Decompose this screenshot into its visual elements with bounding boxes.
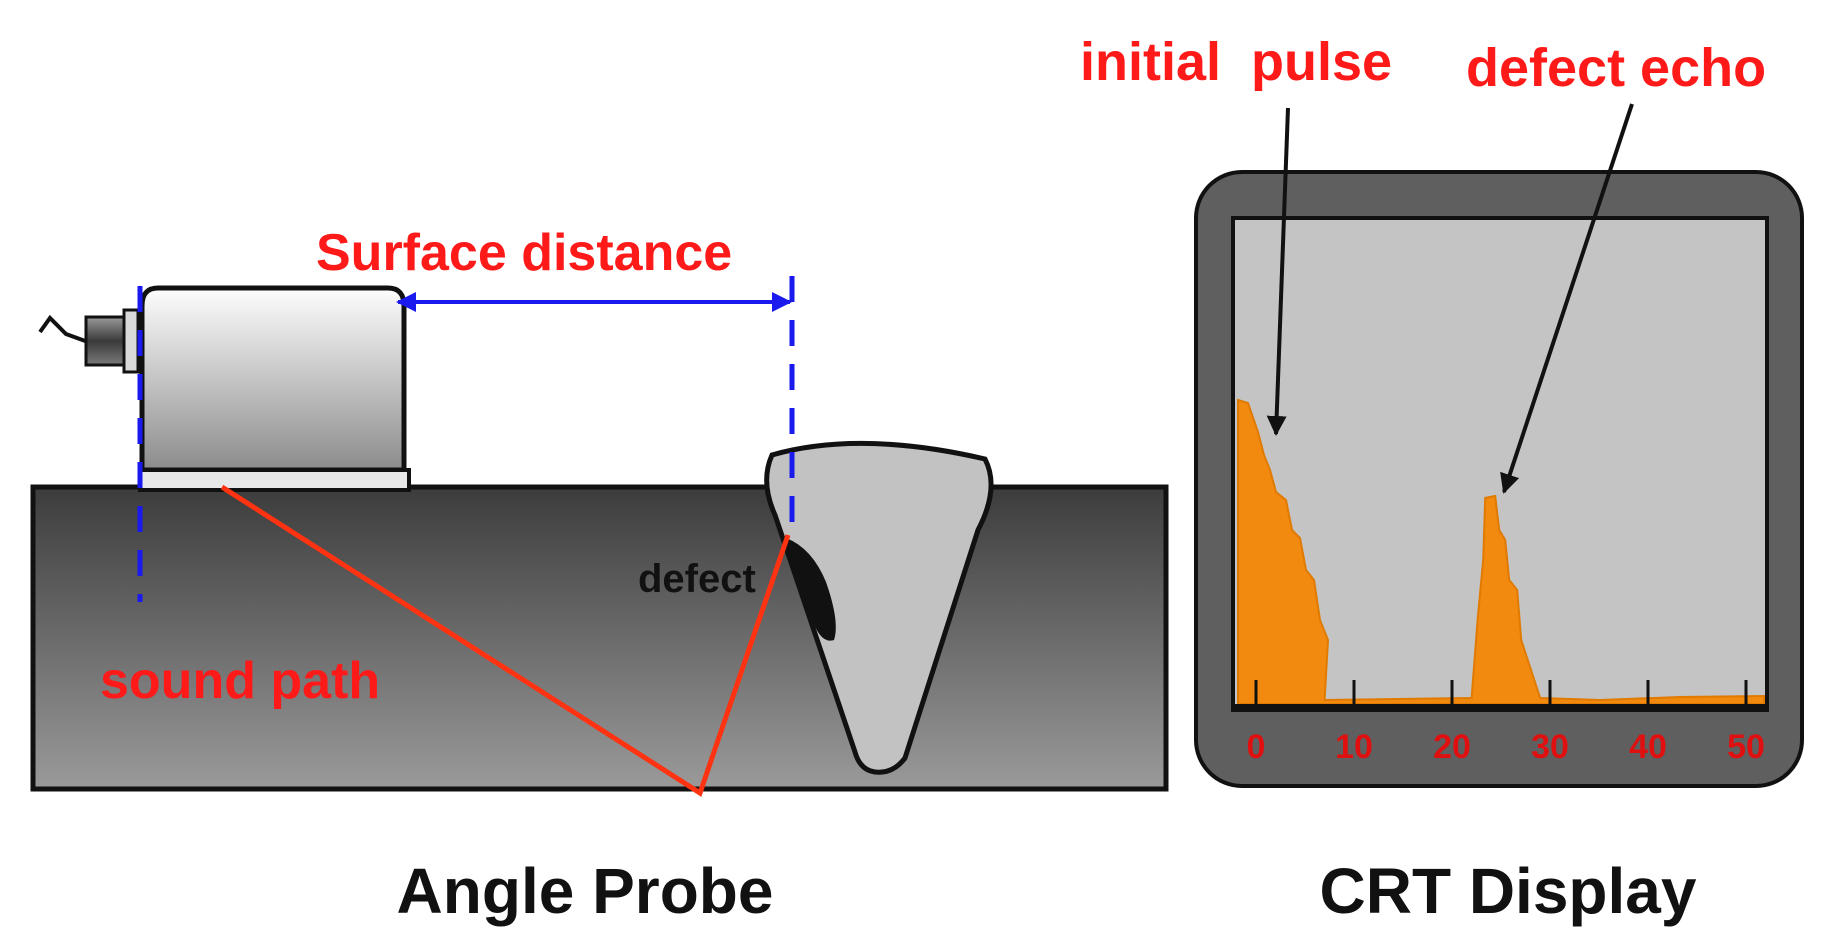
angle-probe-caption: Angle Probe: [397, 855, 774, 927]
initial-pulse-arrow: [1266, 107, 1290, 436]
surface-distance-label: Surface distance: [316, 224, 732, 282]
weld-bead: [764, 440, 994, 775]
defect-echo-label: defect echo: [1466, 38, 1766, 98]
angle-probe-panel: Surface distance sound path defect Angle…: [30, 224, 1169, 927]
steel-plate: [30, 484, 1169, 792]
probe-wedge: [138, 468, 411, 492]
probe-connector: [84, 315, 130, 367]
tick-label: 20: [1433, 728, 1471, 766]
sound-path-label: sound path: [100, 652, 380, 710]
defect-echo-arrow: [1500, 103, 1634, 494]
defect-shape: [786, 538, 836, 641]
sound-path-line: [220, 484, 791, 797]
tick-label: 10: [1335, 728, 1373, 766]
crt-display-caption: CRT Display: [1320, 855, 1697, 927]
initial-pulse-label: initial pulse: [1080, 32, 1392, 92]
tick-label: 40: [1629, 728, 1667, 766]
echo-trace: [1237, 398, 1765, 705]
probe-body: [139, 285, 407, 473]
tick-label: 50: [1727, 728, 1765, 766]
probe-cable: [38, 314, 89, 344]
probe-connector-ring: [122, 308, 140, 374]
tick-label: 30: [1531, 728, 1569, 766]
defect-label: defect: [638, 557, 756, 601]
crt-tick-marks: 0 10 20 30 40 50: [1247, 680, 1765, 766]
tick-label: 0: [1247, 728, 1266, 766]
crt-display-panel: 0 10 20 30 40 50 initial pulse defect echo CR…: [1080, 32, 1804, 927]
